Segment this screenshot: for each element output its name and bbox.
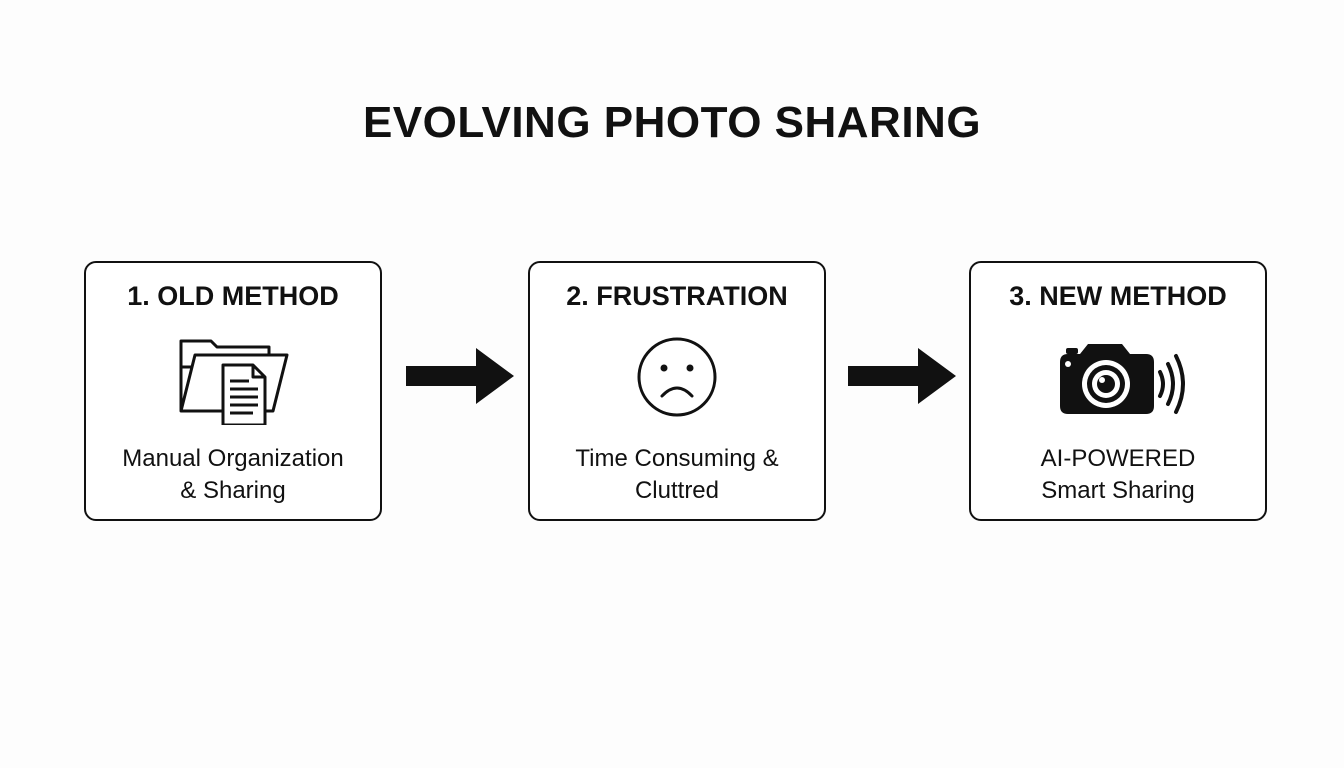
step-caption: AI-POWERED Smart Sharing — [971, 443, 1265, 507]
step-card-frustration: 2. FRUSTRATION Time Consuming & Cluttred — [528, 261, 826, 521]
step-caption-line: AI-POWERED — [1040, 445, 1196, 472]
step-heading: 3. NEW METHOD — [1009, 281, 1227, 311]
right-arrow-icon — [406, 348, 514, 404]
step-caption-line: Smart Sharing — [1041, 477, 1195, 504]
step-heading: 1. OLD METHOD — [127, 281, 339, 311]
folder-document-icon — [86, 329, 380, 425]
diagram-title: EVOLVING PHOTO SHARING — [362, 98, 982, 147]
step-heading: 2. FRUSTRATION — [566, 281, 788, 311]
camera-wireless-icon — [971, 329, 1265, 425]
sad-face-icon — [530, 329, 824, 425]
step-caption: Time Consuming & Cluttred — [530, 443, 824, 507]
step-caption-line: Manual Organization — [122, 445, 344, 472]
step-caption-line: & Sharing — [180, 477, 286, 504]
step-card-new-method: 3. NEW METHOD AI-POWERED Smart Sharing — [969, 261, 1267, 521]
step-caption-line: Cluttred — [634, 477, 720, 504]
step-caption: Manual Organization & Sharing — [86, 443, 380, 507]
step-caption-line: Time Consuming & — [575, 445, 779, 472]
right-arrow-icon — [848, 348, 956, 404]
step-card-old-method: 1. OLD METHOD Manual Organization & Shar… — [84, 261, 382, 521]
